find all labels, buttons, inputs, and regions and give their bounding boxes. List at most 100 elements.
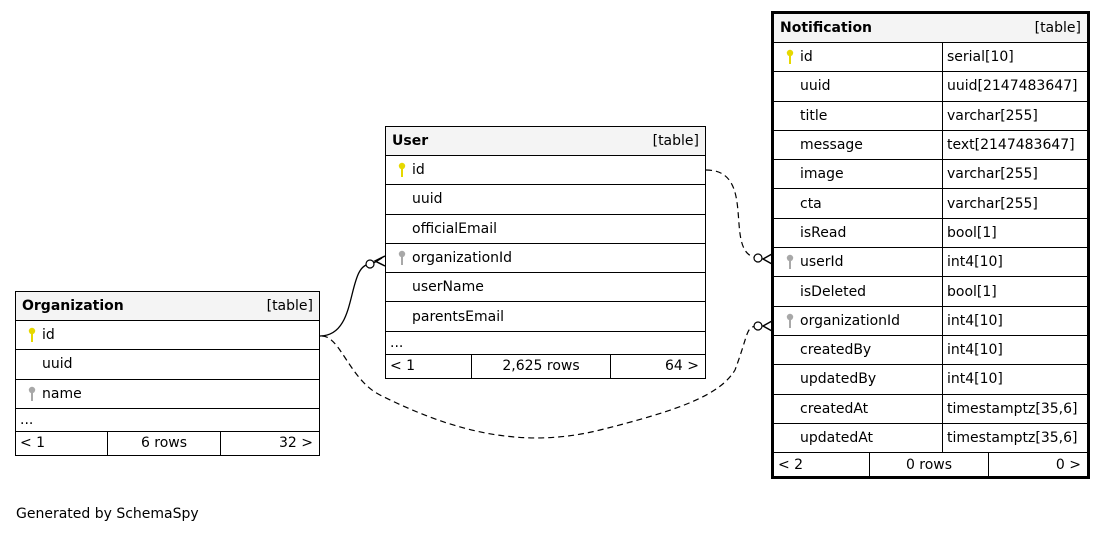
column-type: varchar[255] — [942, 101, 1087, 130]
parents-count[interactable]: < 1 — [16, 431, 108, 455]
column-type: text[2147483647] — [942, 130, 1087, 160]
primary-key-icon — [392, 162, 412, 178]
table-footer: < 1 2,625 rows 64 > — [386, 354, 705, 378]
column-type: bool[1] — [942, 277, 1087, 306]
column-name: updatedAt — [800, 430, 874, 446]
column-name: createdBy — [800, 342, 872, 359]
column-name: organizationId — [800, 312, 901, 329]
table-footer: < 1 6 rows 32 > — [16, 431, 319, 455]
column-name: name — [42, 385, 82, 402]
column-row-organizationId[interactable]: organizationId int4[10] — [774, 306, 1087, 336]
more-columns: ... — [386, 332, 705, 355]
column-row-uuid[interactable]: uuid uuid[2147483647] — [774, 72, 1087, 102]
column-row-isDeleted[interactable]: isDeleted bool[1] — [774, 277, 1087, 307]
column-row-userId[interactable]: userId int4[10] — [774, 248, 1087, 278]
row-count: 0 rows — [870, 453, 989, 477]
column-type: uuid[2147483647] — [942, 72, 1087, 101]
column-name: userName — [412, 279, 484, 296]
relation-org-notif-crowfoot — [761, 320, 773, 332]
column-type: bool[1] — [942, 218, 1087, 248]
column-name: officialEmail — [412, 220, 497, 237]
column-row-officialEmail[interactable]: officialEmail — [386, 215, 705, 244]
column-type: timestamptz[35,6] — [942, 423, 1087, 453]
children-count[interactable]: 0 > — [1055, 456, 1081, 473]
generated-by-credit: Generated by SchemaSpy — [16, 506, 199, 522]
column-name: userId — [800, 254, 844, 271]
column-row-name[interactable]: name — [16, 380, 319, 409]
row-count: 2,625 rows — [472, 354, 611, 378]
foreign-key-icon — [392, 250, 412, 266]
primary-key-icon — [22, 327, 42, 343]
column-row-title[interactable]: title varchar[255] — [774, 101, 1087, 131]
parents-count[interactable]: < 2 — [774, 453, 870, 477]
relation-org-notif-zero-marker — [753, 321, 763, 331]
primary-key-icon — [780, 49, 800, 65]
column-row-cta[interactable]: cta varchar[255] — [774, 189, 1087, 219]
column-name: cta — [800, 195, 822, 212]
column-row-isRead[interactable]: isRead bool[1] — [774, 218, 1087, 249]
relation-org-user-zero-marker — [365, 259, 375, 269]
table-kind: [table] — [266, 298, 313, 314]
relation-organization-notification — [321, 325, 761, 439]
table-header: Notification [table] — [774, 14, 1087, 43]
column-name: isDeleted — [800, 283, 867, 300]
column-name: id — [42, 327, 55, 344]
table-user[interactable]: User [table] id uuid officialEmail organiza… — [385, 126, 706, 379]
column-name: uuid — [800, 78, 831, 95]
column-row-organizationId[interactable]: organizationId — [386, 244, 705, 274]
column-row-uuid[interactable]: uuid — [386, 185, 705, 215]
column-name: parentsEmail — [412, 308, 505, 325]
foreign-key-icon — [780, 254, 800, 270]
relation-organization-user — [319, 257, 383, 337]
column-row-id[interactable]: id serial[10] — [774, 43, 1087, 73]
column-name: id — [412, 162, 425, 179]
table-name: Notification — [780, 20, 873, 36]
foreign-key-icon — [780, 313, 800, 329]
relation-org-user-crowfoot — [373, 255, 386, 267]
column-name: createdAt — [800, 400, 869, 417]
parents-count[interactable]: < 1 — [386, 354, 472, 378]
column-type: serial[10] — [942, 43, 1087, 72]
column-type: int4[10] — [942, 365, 1087, 394]
column-name: isRead — [800, 224, 847, 241]
column-name: id — [800, 49, 813, 66]
column-row-uuid[interactable]: uuid — [16, 350, 319, 380]
row-count: 6 rows — [108, 431, 221, 455]
table-name: User — [392, 133, 429, 149]
relation-user-notif-zero-marker — [753, 253, 763, 263]
column-row-id[interactable]: id — [16, 321, 319, 351]
column-name: image — [800, 166, 844, 183]
column-type: int4[10] — [942, 306, 1087, 335]
column-name: uuid — [42, 356, 73, 373]
table-name: Organization — [22, 298, 124, 314]
column-type: varchar[255] — [942, 160, 1087, 189]
column-row-updatedBy[interactable]: updatedBy int4[10] — [774, 365, 1087, 395]
column-name: uuid — [412, 191, 443, 208]
column-type: int4[10] — [942, 335, 1087, 365]
column-row-parentsEmail[interactable]: parentsEmail — [386, 302, 705, 332]
table-footer: < 2 0 rows 0 > — [774, 453, 1087, 477]
column-name: updatedBy — [800, 371, 877, 388]
column-row-userName[interactable]: userName — [386, 273, 705, 303]
column-type: timestamptz[35,6] — [942, 394, 1087, 423]
column-row-message[interactable]: message text[2147483647] — [774, 130, 1087, 161]
table-kind: [table] — [1034, 20, 1081, 36]
column-type: int4[10] — [942, 248, 1087, 277]
children-count[interactable]: 64 > — [665, 358, 699, 375]
column-row-createdAt[interactable]: createdAt timestamptz[35,6] — [774, 394, 1087, 424]
column-name: organizationId — [412, 250, 513, 267]
column-row-id[interactable]: id — [386, 156, 705, 186]
column-type: varchar[255] — [942, 189, 1087, 218]
column-row-updatedAt[interactable]: updatedAt timestamptz[35,6] — [774, 423, 1087, 454]
relation-user-notification — [705, 169, 761, 259]
relation-user-notif-crowfoot — [761, 253, 773, 265]
column-row-createdBy[interactable]: createdBy int4[10] — [774, 335, 1087, 366]
column-row-image[interactable]: image varchar[255] — [774, 160, 1087, 190]
table-header: User [table] — [386, 127, 705, 156]
children-count[interactable]: 32 > — [279, 435, 313, 452]
column-name: title — [800, 107, 828, 124]
column-name: message — [800, 137, 863, 154]
